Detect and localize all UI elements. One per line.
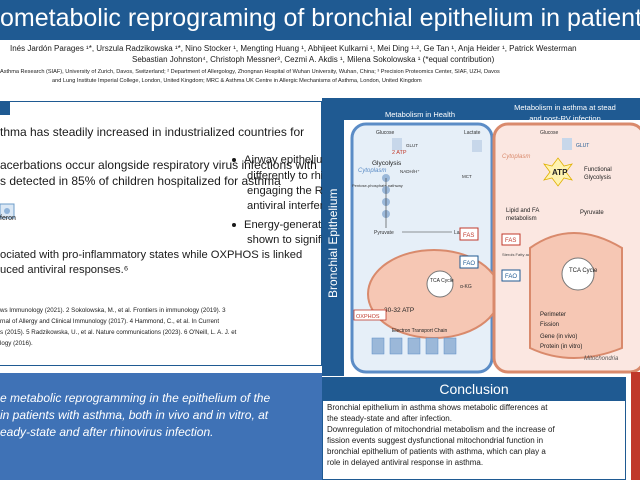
author-list: Inés Jardón Parages ¹*, Urszula Radzikow…: [10, 43, 640, 65]
healthy-pyruvate-label: Pyruvate: [374, 230, 394, 236]
conclusion-line-5: bronchial epithelium of patients with as…: [327, 447, 546, 456]
fas-box: [459, 227, 479, 241]
side-label: Bronchial Epithelium: [326, 189, 340, 298]
functional-glycolysis-line-2: Glycolysis: [584, 175, 611, 181]
healthy-lactate-label: Lactate: [464, 130, 481, 136]
lipid-fa-line-2: metabolism: [506, 216, 537, 222]
reference-line-2: rnal of Allergy and Clinical Immunology …: [0, 318, 220, 325]
functional-glycolysis-line-1: Functional: [584, 167, 612, 173]
asthma-header-strip: [490, 98, 640, 120]
metabolism-figure: Bronchial Epithelium Cytoplasm Glucose L…: [322, 98, 640, 376]
bullet-2-line-4: uced antiviral responses.⁶: [0, 264, 129, 276]
asthma-mitochondrion: [529, 232, 623, 359]
interferon-cell-icon: [0, 203, 15, 219]
reference-line-3: s (2015). 5 Radzikowska, U., et al. Natu…: [0, 329, 237, 336]
healthy-tca-cycle: [426, 270, 454, 298]
figure-side-bar: [322, 98, 344, 376]
etc-complexes: [371, 337, 457, 355]
intro-paragraph-2-line-2: s detected in 85% of children hospitaliz…: [0, 174, 281, 188]
asthma-title-line-1: Metabolism in asthma at stead: [514, 103, 616, 112]
healthy-glut-label: GLUT: [406, 143, 418, 148]
asthma-fas-box: [501, 233, 521, 246]
next-panel-edge: [631, 372, 640, 480]
oxphos-box: [353, 309, 387, 321]
healthy-cytoplasm-label: Cytoplasm: [358, 168, 386, 174]
affiliation-line-2: and Lung Institute Imperial College, Lon…: [52, 78, 422, 84]
oxphos-label: OXPHOS: [356, 314, 380, 320]
introduction-panel: [0, 101, 322, 366]
title-banner: ometabolic reprograming of bronchial epi…: [0, 0, 640, 40]
reference-line-1: ws Immunology (2021). 2 Sokolowska, M., …: [0, 307, 226, 314]
asthma-atp-burst: [543, 157, 573, 187]
fission-label: Fission: [540, 322, 559, 328]
gene-in-vivo-label: Gene (in vivo): [540, 334, 577, 340]
intro-paragraph-1: thma has steadily increased in industria…: [0, 125, 305, 139]
asthma-panel-title: Metabolism in asthma at stead and post-R…: [490, 102, 640, 124]
asthma-fao-label: FAO: [505, 274, 517, 280]
asthma-atp-label: ATP: [552, 168, 568, 177]
asthma-glut-transporter: [562, 138, 572, 150]
protein-in-vitro-label: Protein (in vitro): [540, 344, 582, 350]
healthy-fao-label: FAO: [463, 261, 475, 267]
healthy-glucose-label: Glucose: [376, 130, 395, 136]
conclusion-heading: Conclusion: [322, 377, 626, 401]
conclusion-line-3: Downregulation of mitochondrial metaboli…: [327, 425, 555, 434]
conclusion-line-6: role in delayed antiviral response in as…: [327, 458, 484, 467]
mct-label: MCT: [462, 174, 472, 179]
conclusion-line-1: Bronchial epithelium in asthma shows met…: [327, 403, 548, 412]
hypothesis-line-3: eady-state and after rhinovirus infectio…: [0, 425, 214, 439]
hypothesis-line-2: in patients with asthma, both in vivo an…: [0, 408, 269, 422]
asthma-fao-box: [501, 269, 521, 282]
asthma-tca-label: TCA Cycle: [569, 268, 598, 274]
author-line-2: Sebastian Johnston⁴, Christoph Messner³,…: [132, 55, 495, 64]
healthy-glycolysis-label: Glycolysis: [372, 160, 402, 167]
bullet-dot: [232, 223, 236, 228]
sterols-label: Sterols Fatty acids: [502, 252, 535, 257]
atp-range-label: 30-32 ATP: [384, 307, 414, 314]
conclusion-line-4: fission events suggest dysfunctional mit…: [327, 436, 544, 445]
glut-transporter: [392, 138, 402, 150]
introduction-tab: [0, 101, 10, 115]
bullet-2-line-3: ociated with pro-inflammatory states whi…: [0, 249, 303, 261]
intro-paragraph-2-line-1: acerbations occur alongside respiratory …: [0, 158, 317, 172]
akg-label: α-KG: [460, 284, 472, 290]
asthma-glucose-label: Glucose: [540, 130, 559, 136]
bullet-dot: [232, 158, 236, 163]
author-line-1: Inés Jardón Parages ¹*, Urszula Radzikow…: [10, 44, 577, 53]
interferon-label: feron: [0, 215, 16, 222]
fao-box: [459, 255, 479, 269]
asthma-tca-cycle: [561, 257, 595, 291]
asthma-pyruvate-label: Pyruvate: [580, 210, 604, 216]
etc-label: Electron Transport Chain: [392, 328, 448, 334]
conclusion-panel: Bronchial epithelium in asthma shows met…: [322, 401, 626, 480]
lipid-fa-line-1: Lipid and FA: [506, 208, 539, 214]
asthma-title-line-2: and post-RV infection: [529, 114, 601, 123]
asthma-cytoplasm-label: Cytoplasm: [502, 154, 530, 160]
ppp-label: Pentose-phosphate pathway: [352, 183, 403, 188]
healthy-fas-label: FAS: [463, 233, 474, 239]
health-panel-title: Metabolism in Health: [384, 110, 456, 119]
two-atp-label: 2 ATP: [392, 150, 407, 156]
healthy-tca-label: TCA Cycle: [430, 278, 454, 284]
nadh-label: NADH/H⁺: [400, 169, 420, 174]
perimeter-label: Perimeter: [540, 312, 566, 318]
mct-transporter: [472, 140, 482, 152]
asthma-glut-label: GLUT: [576, 143, 589, 149]
reference-line-4: logy (2016).: [0, 340, 33, 347]
poster-title: ometabolic reprograming of bronchial epi…: [0, 4, 640, 32]
asthma-fas-label: FAS: [505, 238, 516, 244]
hypothesis-line-1: e metabolic reprogramming in the epithel…: [0, 391, 271, 405]
mitochondria-label: Mitochondria: [584, 356, 619, 362]
affiliations: Asthma Research (SIAF), University of Zu…: [0, 68, 640, 86]
health-header-strip: [344, 98, 490, 120]
conclusion-line-2: the steady-state and after infection.: [327, 414, 452, 423]
affiliation-line-1: Asthma Research (SIAF), University of Zu…: [0, 69, 500, 75]
hypothesis-panel: [0, 373, 322, 480]
